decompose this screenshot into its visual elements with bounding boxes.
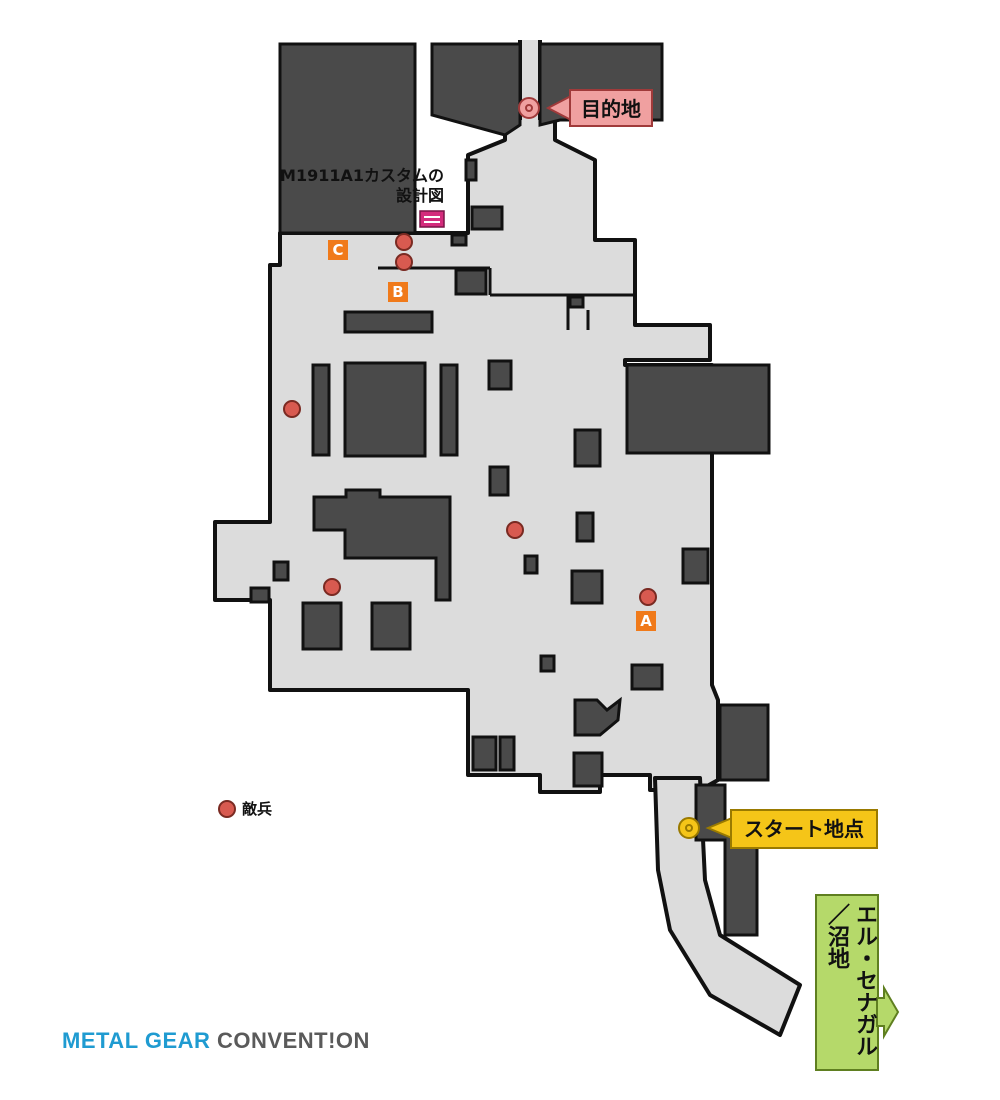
logo-part2: CONVENT!ON bbox=[217, 1028, 370, 1053]
item-label-line2: 設計図 bbox=[395, 186, 444, 205]
enemy-marker bbox=[506, 521, 524, 539]
exit-marker bbox=[815, 894, 900, 1071]
destination-label: 目的地 bbox=[581, 97, 641, 121]
start-marker bbox=[678, 809, 878, 849]
start-label: スタート地点 bbox=[744, 817, 864, 841]
enemy-marker bbox=[283, 400, 301, 418]
enemy-marker bbox=[323, 578, 341, 596]
logo: METAL GEAR CONVENT!ON bbox=[62, 1028, 370, 1054]
marker-c: C bbox=[328, 240, 348, 260]
blueprint-item-icon bbox=[419, 210, 445, 228]
buildings bbox=[249, 42, 771, 937]
destination-marker bbox=[518, 89, 653, 127]
marker-b: B bbox=[388, 282, 408, 302]
item-label-line1: M1911A1カスタムの bbox=[280, 166, 444, 185]
enemy-legend-icon bbox=[218, 799, 236, 818]
enemy-marker bbox=[639, 588, 657, 606]
logo-part1: METAL GEAR bbox=[62, 1028, 218, 1053]
legend-enemy-label: 敵兵 bbox=[242, 800, 273, 818]
exit-label: エル・セナガル／沼地 bbox=[824, 903, 877, 1057]
marker-a: A bbox=[636, 611, 656, 631]
enemy-marker bbox=[395, 233, 413, 251]
legend: 敵兵 bbox=[218, 798, 272, 819]
enemy-marker bbox=[395, 253, 413, 271]
